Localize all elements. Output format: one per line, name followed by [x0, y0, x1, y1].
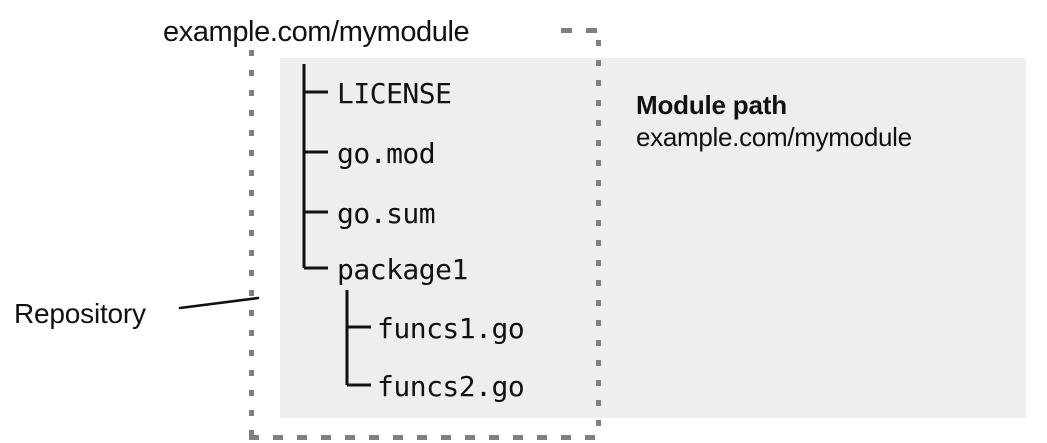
tree-item-funcs1-go[interactable]: funcs1.go: [377, 312, 525, 345]
tree-connector-lines: [302, 64, 371, 387]
repository-boundary-left: [249, 50, 254, 440]
repository-boundary-bottom: [249, 435, 601, 440]
repository-leader-line: [178, 296, 260, 310]
file-tree: LICENSE go.mod go.sum package1 funcs1.go…: [280, 58, 610, 418]
module-path-title: example.com/mymodule: [163, 16, 470, 48]
repository-label: Repository: [14, 298, 146, 329]
module-boundary-top: [561, 28, 601, 33]
annotation-value: example.com/mymodule: [636, 122, 912, 152]
tree-item-package1[interactable]: package1: [337, 253, 468, 286]
tree-item-go-sum[interactable]: go.sum: [337, 197, 436, 230]
annotation-heading: Module path: [636, 90, 787, 120]
module-path-annotation: Module path example.com/mymodule: [636, 90, 1016, 154]
tree-item-funcs2-go[interactable]: funcs2.go: [377, 370, 525, 403]
module-boundary-right: [596, 40, 601, 440]
tree-item-license[interactable]: LICENSE: [337, 77, 452, 110]
module-panel: [280, 58, 1026, 418]
tree-item-go-mod[interactable]: go.mod: [337, 137, 436, 170]
